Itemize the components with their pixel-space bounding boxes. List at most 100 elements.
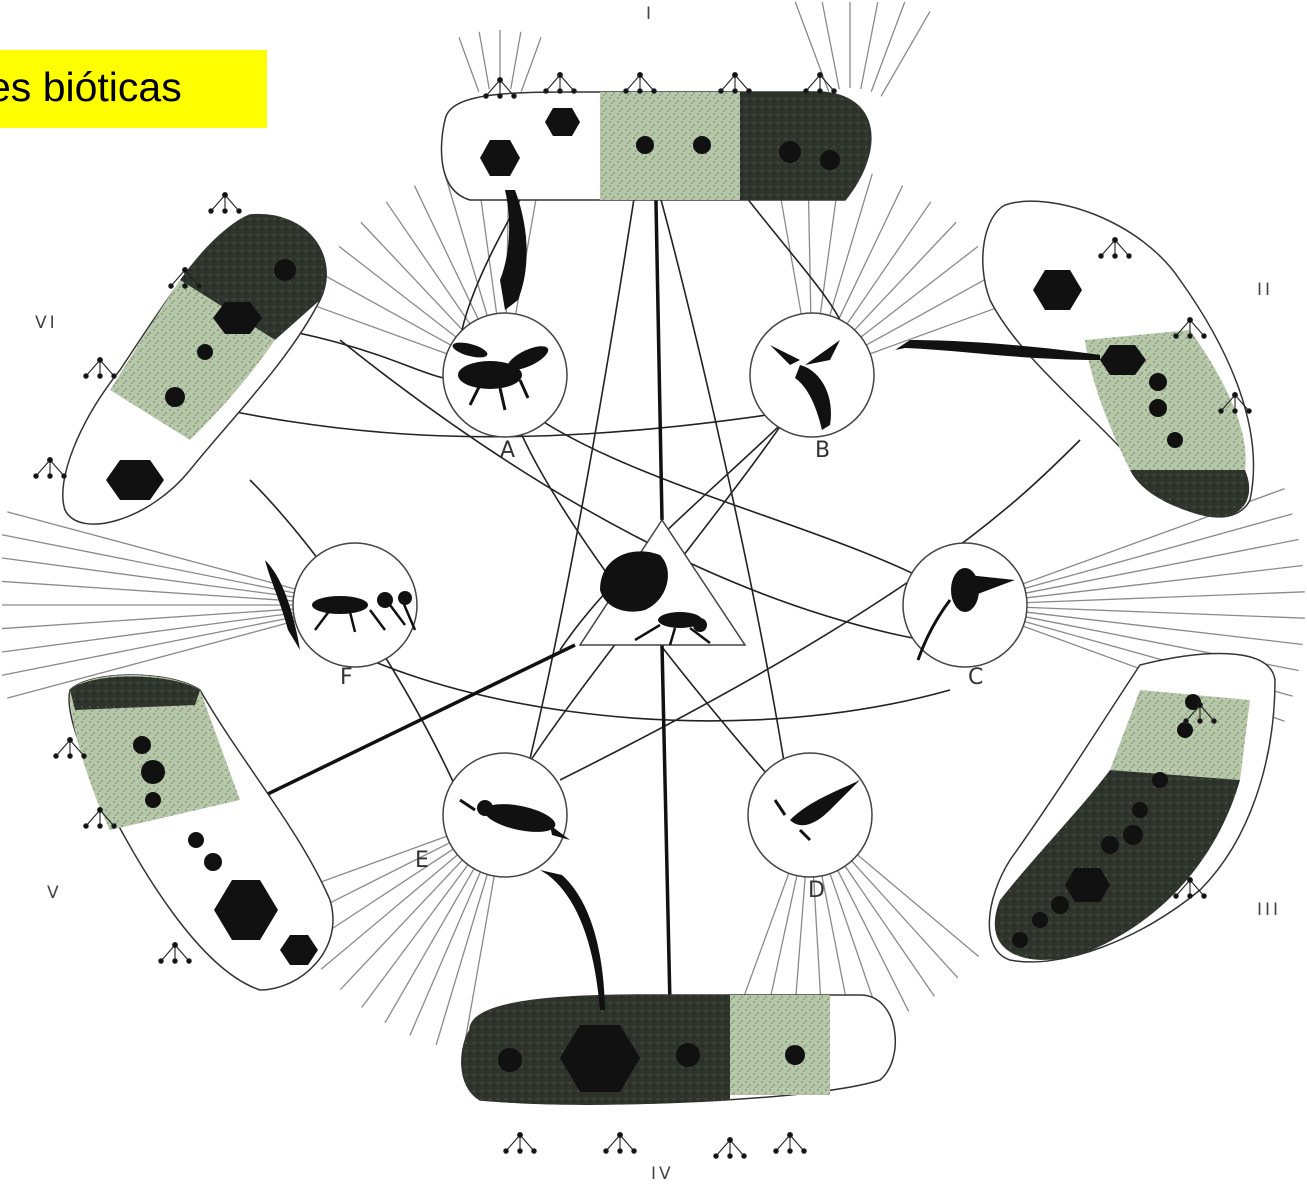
tree-root-dot — [48, 458, 53, 463]
tree-leaf-dot — [1127, 254, 1131, 258]
tree-leaf-dot — [1198, 719, 1202, 723]
tree-leaf-dot — [632, 1149, 636, 1153]
tree-leaf-dot — [484, 94, 488, 98]
radial-line — [845, 866, 934, 996]
tree-leaf-dot — [62, 474, 66, 478]
tree-branch — [100, 360, 114, 376]
tree-leaf-dot — [1184, 719, 1188, 723]
tree-leaf-dot — [1113, 254, 1117, 258]
radial-line — [861, 2, 878, 89]
tree-leaf-dot — [604, 1149, 608, 1153]
tree-leaf-dot — [512, 94, 516, 98]
tree-root-dot — [183, 268, 188, 273]
radial-line — [1025, 514, 1293, 589]
tree-leaf-dot — [98, 824, 102, 828]
tree-leaf-dot — [572, 89, 576, 93]
tree-leaf-dot — [518, 1149, 522, 1153]
tree-leaf-dot — [84, 374, 88, 378]
group-III — [989, 654, 1275, 962]
tree-leaf-dot — [1174, 894, 1178, 898]
tree-leaf-dot — [1247, 409, 1251, 413]
node-label-A: A — [500, 438, 516, 463]
tree-branch — [721, 75, 735, 91]
tree-root-dot — [518, 1133, 523, 1138]
tree-branch — [36, 460, 50, 476]
tree-leaf-dot — [832, 89, 836, 93]
tree-branch — [626, 75, 640, 91]
tree-leaf-dot — [187, 959, 191, 963]
group-label-I: I — [646, 4, 654, 24]
tree-leaf-dot — [558, 89, 562, 93]
tree-leaf-dot — [112, 824, 116, 828]
tree-branch — [506, 1135, 520, 1151]
tree-leaf-dot — [223, 209, 227, 213]
tree-leaf-dot — [638, 89, 642, 93]
tree-leaf-dot — [169, 284, 173, 288]
tree-root-dot — [618, 1133, 623, 1138]
radial-line — [822, 2, 839, 89]
tree-root-dot — [818, 73, 823, 78]
radial-line — [479, 32, 489, 89]
tree-branch — [730, 1140, 744, 1156]
tree-branch — [790, 1135, 804, 1151]
radial-line — [308, 303, 447, 354]
radial-line — [881, 11, 930, 96]
tree-leaf-dot — [652, 89, 656, 93]
radial-line — [838, 870, 909, 1011]
tree-branch — [520, 1135, 534, 1151]
tree-leaf-dot — [1202, 894, 1206, 898]
tree-leaf-dot — [159, 959, 163, 963]
radial-line — [362, 865, 468, 1008]
tree-branch — [225, 195, 239, 211]
tree-leaf-dot — [68, 754, 72, 758]
connection-lines — [175, 130, 1080, 820]
tree-branch — [161, 945, 175, 961]
tree-root-dot — [1198, 703, 1203, 708]
tree-leaf-dot — [112, 374, 116, 378]
group-label-IV: IV — [651, 1164, 674, 1184]
radial-line — [385, 869, 474, 1023]
tree-leaf-dot — [1099, 254, 1103, 258]
tree-leaf-dot — [733, 89, 737, 93]
tree-root-dot — [98, 808, 103, 813]
radial-line — [340, 860, 462, 989]
tree-branch — [175, 945, 189, 961]
tree-leaf-dot — [532, 1149, 536, 1153]
node-label-D: D — [808, 878, 826, 903]
tree-branch — [735, 75, 749, 91]
tree-branch — [50, 460, 64, 476]
tree-leaf-dot — [1188, 334, 1192, 338]
tree-root-dot — [1233, 393, 1238, 398]
tree-root-dot — [173, 943, 178, 948]
radial-line — [321, 274, 451, 346]
tree-branch — [806, 75, 820, 91]
tree-branch — [776, 1135, 790, 1151]
tree-leaf-dot — [1202, 334, 1206, 338]
tree-leaf-dot — [1219, 409, 1223, 413]
tree-leaf-dot — [54, 754, 58, 758]
tree-leaf-dot — [1188, 894, 1192, 898]
radial-line — [521, 37, 541, 92]
tree-root-dot — [98, 358, 103, 363]
tree-leaf-dot — [209, 209, 213, 213]
tree-branch — [546, 75, 560, 91]
tree-leaf-dot — [802, 1149, 806, 1153]
tree-leaf-dot — [34, 474, 38, 478]
tree-leaf-dot — [1233, 409, 1237, 413]
tree-branch — [86, 810, 100, 826]
group-label-II: II — [1257, 280, 1273, 300]
tree-root-dot — [1188, 318, 1193, 323]
tree-leaf-dot — [618, 1149, 622, 1153]
tree-root-dot — [1188, 878, 1193, 883]
tree-leaf-dot — [804, 89, 808, 93]
tree-leaf-dot — [788, 1149, 792, 1153]
tree-leaf-dot — [82, 754, 86, 758]
page-title: es bióticas — [0, 64, 182, 111]
tree-root-dot — [498, 78, 503, 83]
tree-leaf-dot — [1174, 334, 1178, 338]
radial-line — [861, 246, 978, 337]
tree-branch — [716, 1140, 730, 1156]
group-label-V: V — [47, 883, 62, 903]
tree-root-dot — [788, 1133, 793, 1138]
radial-line — [866, 274, 996, 346]
